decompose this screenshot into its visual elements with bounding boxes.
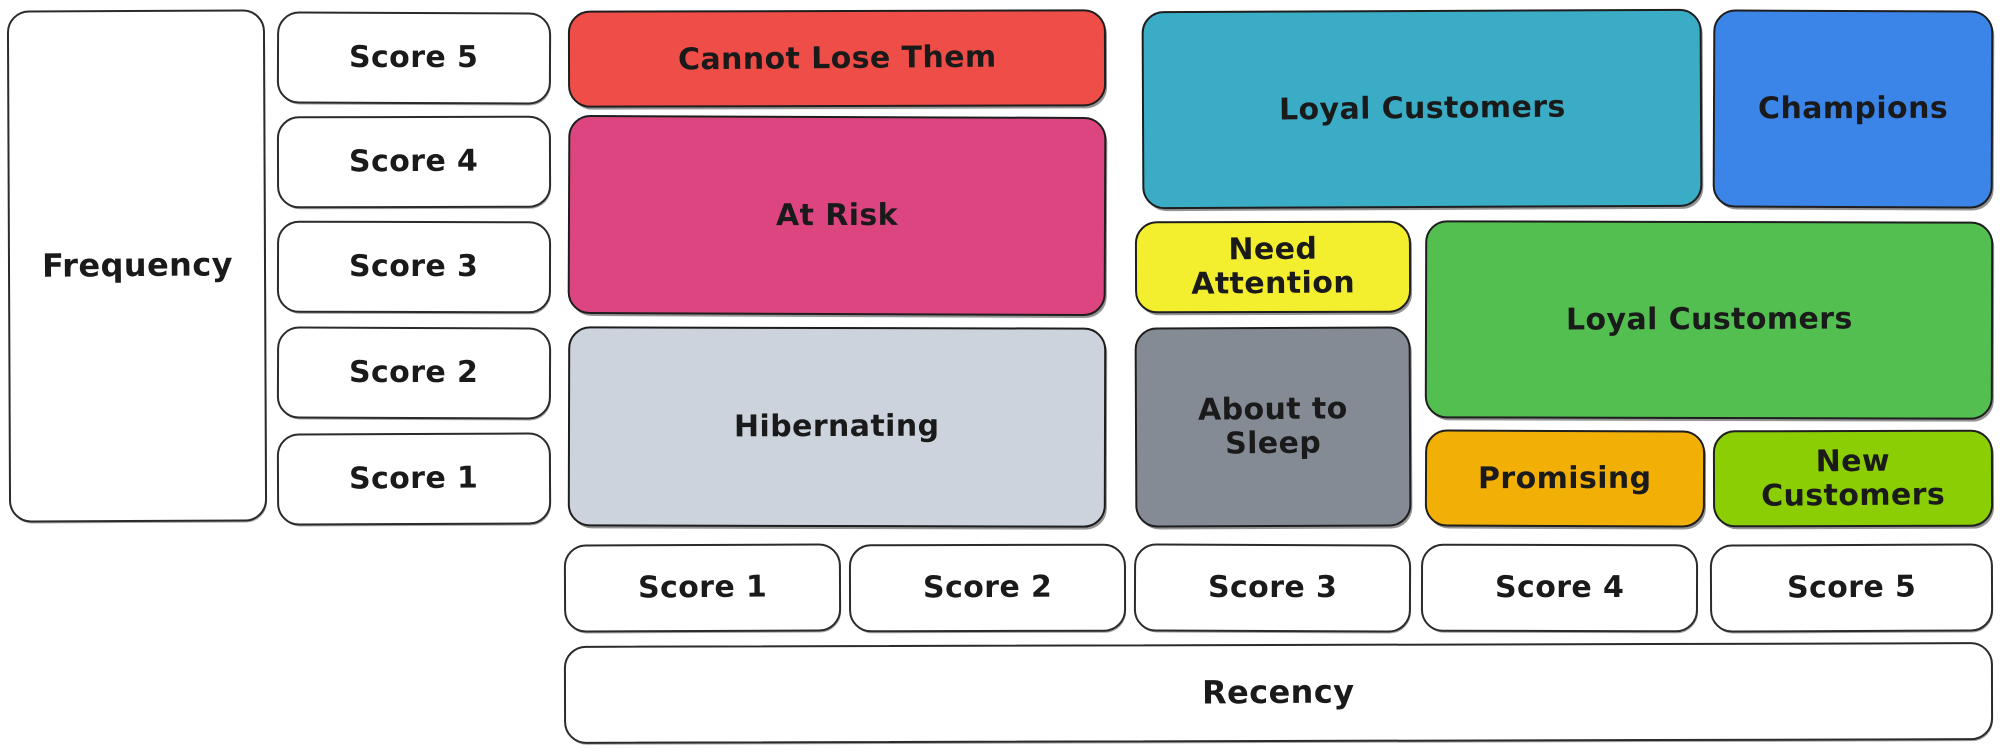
recency-axis-label: Recency	[563, 642, 1994, 744]
segment-need-attention[interactable]: Need Attention	[1134, 220, 1412, 314]
segment-cannot-lose-them[interactable]: Cannot Lose Them	[567, 9, 1107, 108]
segment-champions-label: Champions	[1757, 90, 1949, 127]
frequency-score-3: Score 3	[276, 220, 552, 314]
segment-about-to-sleep-label: About to Sleep	[1197, 391, 1348, 462]
segment-cannot-lose-them-label: Cannot Lose Them	[677, 39, 997, 78]
segment-about-to-sleep[interactable]: About to Sleep	[1134, 326, 1412, 528]
segment-hibernating-label: Hibernating	[734, 408, 940, 445]
frequency-score-2: Score 2	[276, 326, 552, 420]
recency-score-1: Score 1	[563, 543, 842, 633]
frequency-score-3-label: Score 3	[349, 249, 479, 285]
segment-loyal-customers-teal[interactable]: Loyal Customers	[1141, 8, 1703, 210]
segment-need-attention-label: Need Attention	[1191, 232, 1356, 302]
recency-score-5-label: Score 5	[1786, 569, 1917, 606]
segment-loyal-customers-green[interactable]: Loyal Customers	[1424, 220, 1994, 420]
recency-axis-text: Recency	[1202, 672, 1355, 712]
segment-loyal-customers-teal-label: Loyal Customers	[1278, 89, 1566, 128]
frequency-score-1-label: Score 1	[349, 460, 479, 497]
segment-promising[interactable]: Promising	[1424, 429, 1706, 528]
frequency-score-5: Score 5	[276, 11, 552, 105]
frequency-score-1: Score 1	[276, 432, 552, 526]
frequency-score-4: Score 4	[276, 115, 552, 209]
recency-score-3: Score 3	[1133, 543, 1412, 633]
frequency-score-4-label: Score 4	[349, 143, 479, 180]
segment-promising-label: Promising	[1478, 460, 1652, 496]
frequency-axis-text: Frequency	[41, 245, 233, 285]
recency-score-4-label: Score 4	[1494, 570, 1625, 606]
recency-score-2-label: Score 2	[922, 569, 1053, 606]
segment-new-customers[interactable]: New Customers	[1712, 429, 1994, 528]
segment-loyal-customers-green-label: Loyal Customers	[1565, 301, 1853, 338]
recency-score-4: Score 4	[1420, 543, 1699, 633]
frequency-score-5-label: Score 5	[349, 40, 479, 76]
segment-champions[interactable]: Champions	[1712, 9, 1994, 209]
frequency-score-2-label: Score 2	[349, 355, 479, 391]
recency-score-5: Score 5	[1709, 543, 1994, 633]
recency-score-1-label: Score 1	[637, 569, 768, 606]
segment-hibernating[interactable]: Hibernating	[567, 326, 1107, 528]
segment-at-risk[interactable]: At Risk	[567, 114, 1107, 317]
frequency-axis-label: Frequency	[6, 9, 268, 523]
recency-score-2: Score 2	[848, 543, 1127, 633]
recency-score-3-label: Score 3	[1207, 570, 1338, 606]
segment-new-customers-label: New Customers	[1760, 443, 1946, 514]
segment-at-risk-label: At Risk	[775, 197, 899, 233]
